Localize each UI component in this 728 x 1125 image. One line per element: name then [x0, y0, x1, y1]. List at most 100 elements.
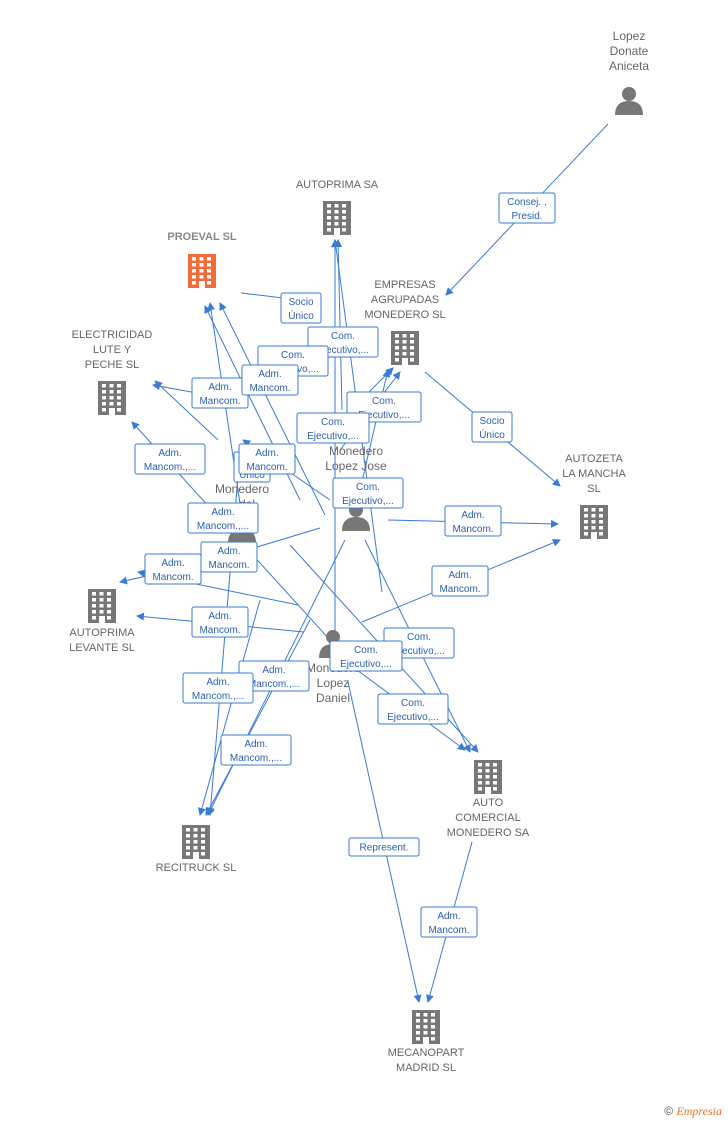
company-label[interactable]: EMPRESAS [374, 279, 435, 291]
edge-role-label[interactable]: Adm.Mancom. [191, 377, 249, 409]
edge-role-text: Represent. [360, 843, 409, 854]
edge-role-text: Socio [479, 416, 504, 427]
edge-role-label[interactable]: Adm.Mancom. [238, 443, 296, 475]
edge-role-text: Mancom.,... [192, 691, 244, 702]
edge-role-label[interactable]: Com. Ejecutivo,... [332, 477, 404, 509]
person-label[interactable]: Daniel [316, 691, 350, 705]
edge-role-text: Socio [288, 297, 313, 308]
edge-role-text: Mancom.,... [248, 679, 300, 690]
building-icon [412, 1010, 440, 1044]
edge-role-label[interactable]: Com.Ejecutivo,... [329, 640, 403, 672]
company-label[interactable]: PECHE SL [85, 359, 139, 371]
edge-role-label[interactable]: Consej. , Presid. [498, 192, 556, 224]
person-label[interactable]: Monedero [329, 444, 383, 458]
edge-role-label[interactable]: Adm. Mancom. [444, 505, 502, 537]
company-label[interactable]: AUTOPRIMA SA [296, 179, 379, 191]
edge-role-text: Único [288, 309, 314, 322]
edge-role-text: Adm. [208, 611, 231, 622]
edge-line [154, 380, 219, 441]
edge-role-text: Ejecutivo,... [317, 345, 369, 356]
company-label[interactable]: LA MANCHA [562, 468, 626, 480]
edge-role-label[interactable]: Adm.Mancom.,... [238, 660, 310, 692]
edge-role-text: Consej. , [507, 197, 546, 208]
company-label[interactable]: MECANOPART [388, 1047, 465, 1059]
edge-line [219, 302, 326, 516]
building-icon [188, 254, 216, 288]
edge-role-label[interactable]: Adm.Mancom. [241, 364, 299, 396]
edge-role-text: Mancom.,... [230, 753, 282, 764]
edge-role-text: Adm. [244, 739, 267, 750]
company-label[interactable]: RECITRUCK SL [156, 862, 237, 874]
building-icon [88, 589, 116, 623]
edge-role-text: Adm. [161, 558, 184, 569]
edge-role-label[interactable]: Represent. [348, 837, 420, 857]
edge-role-text: Adm. [217, 546, 240, 557]
edge-role-label[interactable]: Adm.Mancom.,... [187, 502, 259, 534]
person-label[interactable]: Lopez Jose [325, 459, 387, 473]
edge-role-text: Ejecutivo,... [387, 712, 439, 723]
person-label[interactable]: Lopez [317, 676, 350, 690]
nodes-layer: PROEVAL SL AUTOPRIMA SA EMPRESAS AGRUPADAS M… [69, 29, 649, 1074]
company-label[interactable]: MONEDERO SL [364, 309, 445, 321]
edge-role-text: Presid. [511, 211, 542, 222]
edge-role-text: Adm. [158, 448, 181, 459]
edge-role-label[interactable]: Adm.Mancom. [200, 541, 258, 573]
edge-role-label[interactable]: Adm. Mancom.,... [182, 672, 254, 704]
edge-role-text: Único [479, 428, 505, 441]
edge-role-label[interactable]: Adm. Mancom. [191, 606, 249, 638]
company-label[interactable]: LUTE Y [93, 344, 132, 356]
company-label[interactable]: AUTOPRIMA [69, 627, 135, 639]
edge-role-label[interactable]: Com.Ejecutivo,... [377, 693, 449, 725]
edge-role-text: Com. [354, 645, 378, 656]
building-icon [474, 760, 502, 794]
edge-role-text: Mancom. [439, 584, 480, 595]
edge-role-text: Adm. [461, 510, 484, 521]
edge-role-label[interactable]: Adm.Mancom.,... [134, 443, 206, 475]
edge-role-text: Adm. [258, 369, 281, 380]
edge-role-text: Ejecutivo,... [307, 431, 359, 442]
company-label[interactable]: ELECTRICIDAD [72, 329, 153, 341]
building-icon [98, 381, 126, 415]
copyright-symbol: © [664, 1104, 674, 1118]
company-label[interactable]: AUTO [473, 797, 504, 809]
person-label[interactable]: Lopez [613, 29, 646, 43]
edge-role-text: Mancom. [199, 625, 240, 636]
edge-role-text: Com. [407, 632, 431, 643]
company-label[interactable]: MONEDERO SA [447, 827, 530, 839]
company-label[interactable]: SL [587, 483, 600, 495]
brand-name: Empresia [676, 1104, 722, 1118]
edge-role-label[interactable]: Adm. Mancom.,... [220, 734, 292, 766]
company-label[interactable]: AUTOZETA [565, 453, 623, 465]
edge-role-label[interactable]: Adm. Mancom. [144, 553, 202, 585]
edge-role-text: Com. [356, 482, 380, 493]
edge-role-text: Adm. [206, 677, 229, 688]
edge-role-text: Adm. [437, 911, 460, 922]
building-icon [323, 201, 351, 235]
building-icon [391, 331, 419, 365]
company-label[interactable]: MADRID SL [396, 1062, 456, 1074]
edge-role-text: Mancom. [428, 925, 469, 936]
edge-role-text: Ejecutivo,... [393, 646, 445, 657]
person-label[interactable]: Aniceta [609, 59, 649, 73]
edge-role-text: Mancom.,... [197, 521, 249, 532]
edge-role-label[interactable]: Com. Ejecutivo,... [296, 412, 370, 444]
person-label[interactable]: Monedero [215, 482, 269, 496]
company-label[interactable]: LEVANTE SL [69, 642, 135, 654]
edge-role-text: Mancom. [152, 572, 193, 583]
edge-role-text: Ejecutivo,... [342, 496, 394, 507]
edge-role-text: Com. [281, 350, 305, 361]
edge-role-text: Mancom. [452, 524, 493, 535]
edge-role-text: Adm. [448, 570, 471, 581]
edge-line [359, 369, 391, 491]
edge-line [207, 302, 245, 531]
company-label[interactable]: AGRUPADAS [371, 294, 439, 306]
company-label[interactable]: COMERCIAL [455, 812, 520, 824]
footer-brand: © Empresia [664, 1104, 722, 1119]
person-label[interactable]: Donate [610, 44, 649, 58]
edge-role-label[interactable]: Adm. Mancom. [431, 565, 489, 597]
edge-role-text: Com. [321, 417, 345, 428]
edge-role-label[interactable]: Adm. Mancom. [420, 906, 478, 938]
company-label[interactable]: PROEVAL SL [167, 231, 237, 243]
